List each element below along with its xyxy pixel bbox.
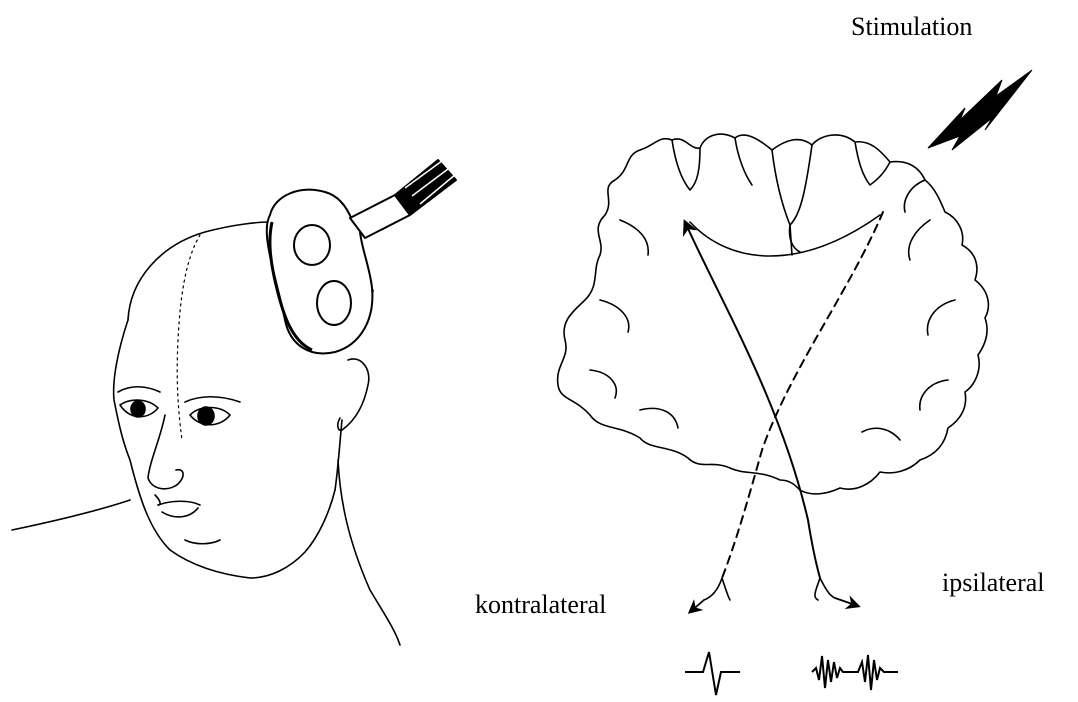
pathway-dashed: [722, 212, 883, 578]
head-midline: [177, 235, 200, 440]
head-outline: [128, 222, 268, 320]
terminal-left: [704, 578, 730, 600]
neck-right: [338, 460, 400, 645]
brain-outline: [558, 134, 989, 494]
ipsilateral-label: ipsilateral: [942, 568, 1045, 598]
terminal-right: [815, 578, 835, 600]
nose: [148, 415, 183, 489]
coil-hole-upper: [294, 225, 330, 265]
lightning-bolt-icon: [928, 70, 1032, 150]
waveform-ipsilateral: [812, 655, 898, 690]
pathways: [685, 212, 883, 612]
face-outline: [114, 320, 335, 578]
tms-coil: [267, 158, 456, 353]
kontralateral-label: kontralateral: [475, 590, 606, 620]
pathway-solid: [685, 222, 820, 578]
mep-waveforms: [685, 652, 898, 695]
mouth: [158, 501, 200, 505]
terminal-left-arrow: [690, 600, 704, 612]
waveform-kontralateral: [685, 652, 740, 695]
coil-hole-lower: [317, 281, 351, 325]
terminal-right-arrow: [835, 598, 858, 606]
neck-left: [12, 500, 130, 530]
coil-cable: [395, 160, 456, 215]
brain-section: [558, 134, 989, 494]
corpus-callosum: [690, 215, 880, 256]
stimulation-label: Stimulation: [851, 12, 972, 42]
